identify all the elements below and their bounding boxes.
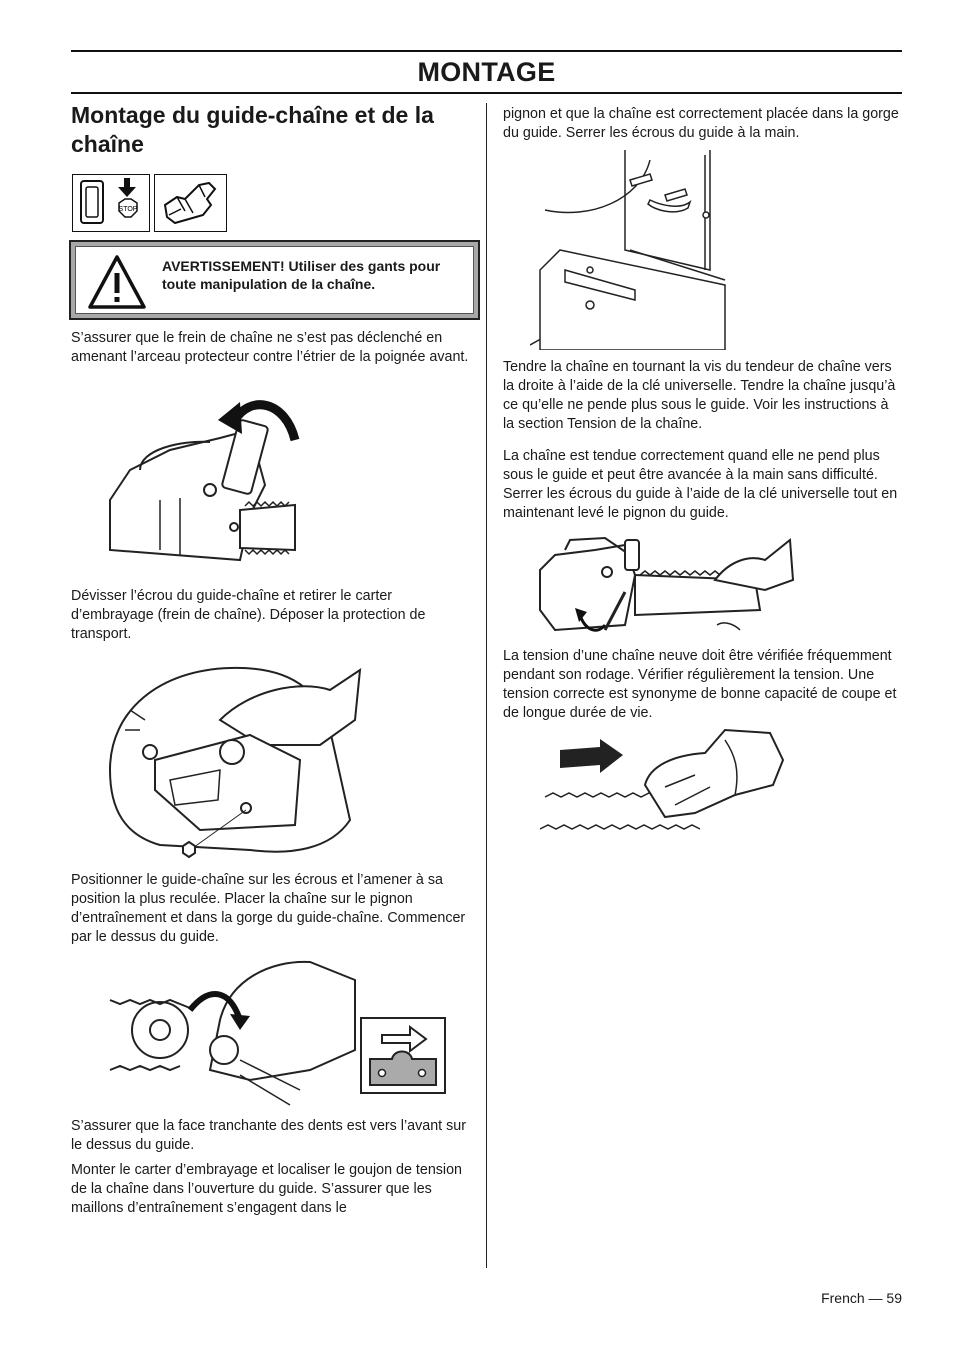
warning-box: AVERTISSEMENT! Utiliser des gants pour t… <box>69 240 480 320</box>
stop-engine-icon: STOP <box>72 174 150 232</box>
warning-triangle-icon <box>88 255 146 309</box>
chain-tensioning-illustration <box>539 536 795 632</box>
paragraph-position-bar: Positionner le guide-chaîne sur les écro… <box>71 872 466 945</box>
paragraph-new-chain: La tension d’une chaîne neuve doit être … <box>503 648 897 721</box>
clutch-cover-illustration <box>108 666 362 859</box>
paragraph-tension-chain: Tendre la chaîne en tournant la vis du t… <box>503 359 896 432</box>
bar-studs-illustration <box>530 150 726 350</box>
paragraph-teeth-direction: S’assurer que la face tranchante des den… <box>71 1118 466 1153</box>
paragraph-mount-cover: Monter le carter d’embrayage et localise… <box>71 1162 463 1216</box>
column-divider <box>486 103 487 1268</box>
warning-text: AVERTISSEMENT! Utiliser des gants pour t… <box>162 258 441 292</box>
svg-text:STOP: STOP <box>119 206 138 213</box>
pull-chain-glove-illustration <box>539 728 785 830</box>
cutter-direction-icon <box>360 1017 446 1094</box>
paragraph-brake-check: S’assurer que le frein de chaîne ne s’es… <box>71 330 469 365</box>
paragraph-correct-tension: La chaîne est tendue correctement quand … <box>503 448 898 521</box>
brake-check-illustration <box>109 400 300 562</box>
section-header: MONTAGE <box>71 50 902 94</box>
page-footer: French — 59 <box>821 1290 902 1306</box>
section-title: MONTAGE <box>417 56 556 87</box>
paragraph-remove-cover: Dévisser l’écrou du guide-chaîne et reti… <box>71 588 426 642</box>
paragraph-tighten-nuts: pignon et que la chaîne est correctement… <box>503 106 899 141</box>
chain-sprocket-illustration <box>109 960 356 1106</box>
glove-icon <box>154 174 227 232</box>
page-heading: Montage du guide-chaîne et de la chaîne <box>71 102 434 157</box>
